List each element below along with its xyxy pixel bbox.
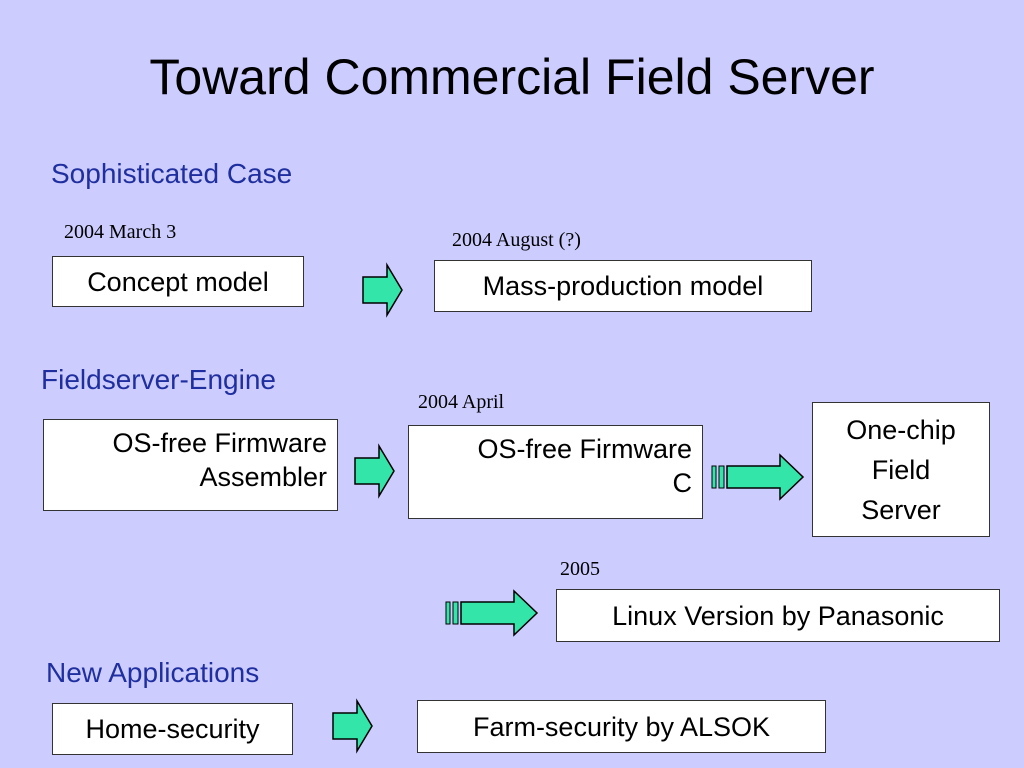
date-2004-april: 2004 April [418, 391, 505, 413]
striped-arrow-right-icon [711, 453, 805, 501]
home-security-label: Home-security [85, 714, 260, 744]
assembler-line-2: Assembler [199, 462, 327, 492]
assembler-line-1: OS-free Firmware [112, 428, 327, 458]
home-security-box: Home-security [52, 703, 293, 755]
farm-security-label: Farm-security by ALSOK [472, 711, 771, 742]
arrow-right-icon [362, 262, 403, 318]
mass-production-model-box: Mass-production model [434, 260, 812, 312]
firmware-c-line-2: C [672, 468, 693, 498]
section-new-applications: New Applications [46, 657, 260, 688]
one-chip-line-3: Server [861, 494, 941, 525]
arrow-right-icon [354, 443, 395, 499]
one-chip-line-1: One-chip [846, 414, 956, 445]
mass-production-model-label: Mass-production model [482, 271, 764, 301]
one-chip-field-server-box: One-chip Field Server [812, 402, 990, 537]
one-chip-line-2: Field [871, 454, 931, 485]
section-fieldserver-engine: Fieldserver-Engine [41, 364, 276, 395]
linux-version-box: Linux Version by Panasonic [556, 589, 1000, 642]
date-concept-model: 2004 March 3 [64, 221, 177, 243]
farm-security-box: Farm-security by ALSOK [417, 700, 826, 753]
date-mass-production: 2004 August (?) [452, 229, 581, 251]
os-free-firmware-assembler-box: OS-free Firmware Assembler [43, 419, 338, 511]
slide-title: Toward Commercial Field Server [149, 49, 875, 105]
concept-model-label: Concept model [87, 266, 269, 297]
arrow-right-icon [332, 698, 373, 754]
date-2005: 2005 [560, 558, 600, 580]
linux-version-label: Linux Version by Panasonic [612, 600, 944, 631]
firmware-c-line-1: OS-free Firmware [477, 434, 692, 464]
striped-arrow-right-icon [445, 589, 539, 637]
section-sophisticated-case: Sophisticated Case [51, 158, 293, 189]
os-free-firmware-c-box: OS-free Firmware C [408, 425, 703, 519]
concept-model-box: Concept model [52, 256, 304, 307]
